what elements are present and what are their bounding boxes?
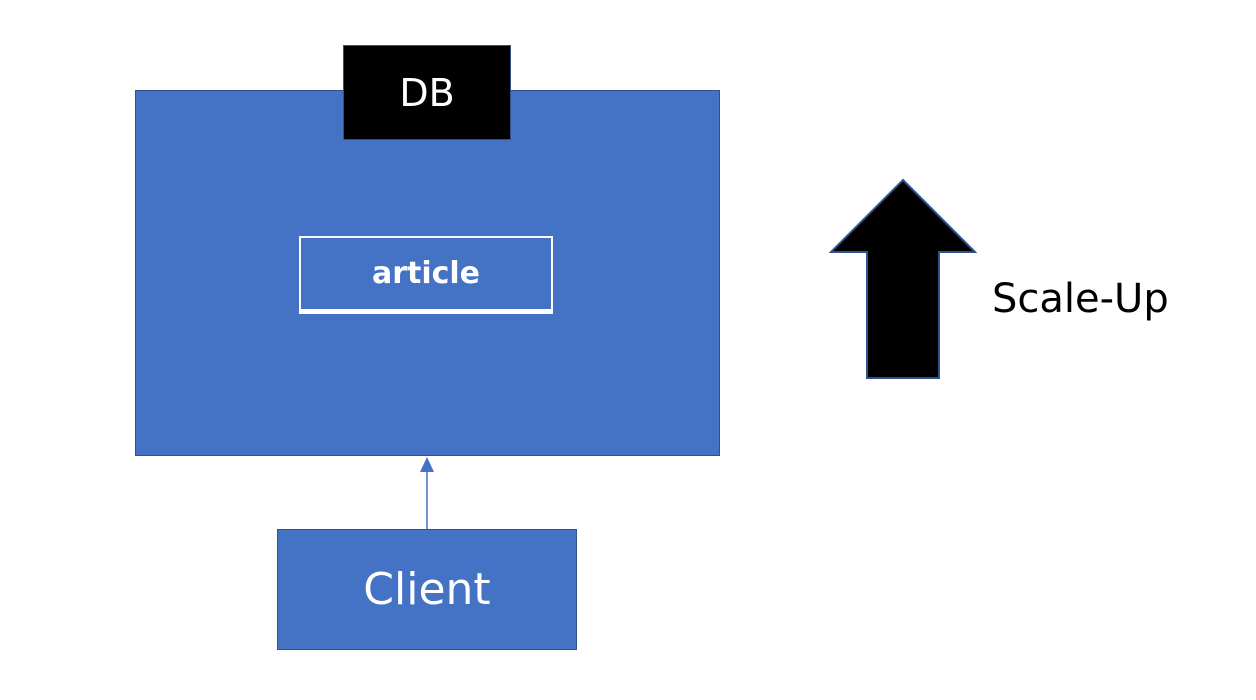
client-box: Client	[277, 529, 577, 650]
db-label: DB	[399, 70, 455, 115]
article-table-label: article	[371, 256, 481, 291]
scale-up-label: Scale-Up	[992, 276, 1169, 322]
db-label-box: DB	[343, 45, 511, 140]
article-table-box: article	[299, 236, 553, 314]
client-label: Client	[363, 564, 491, 615]
scale-up-arrow-icon	[829, 178, 977, 379]
database-server-box	[135, 90, 720, 456]
connector-arrowhead	[420, 457, 434, 472]
